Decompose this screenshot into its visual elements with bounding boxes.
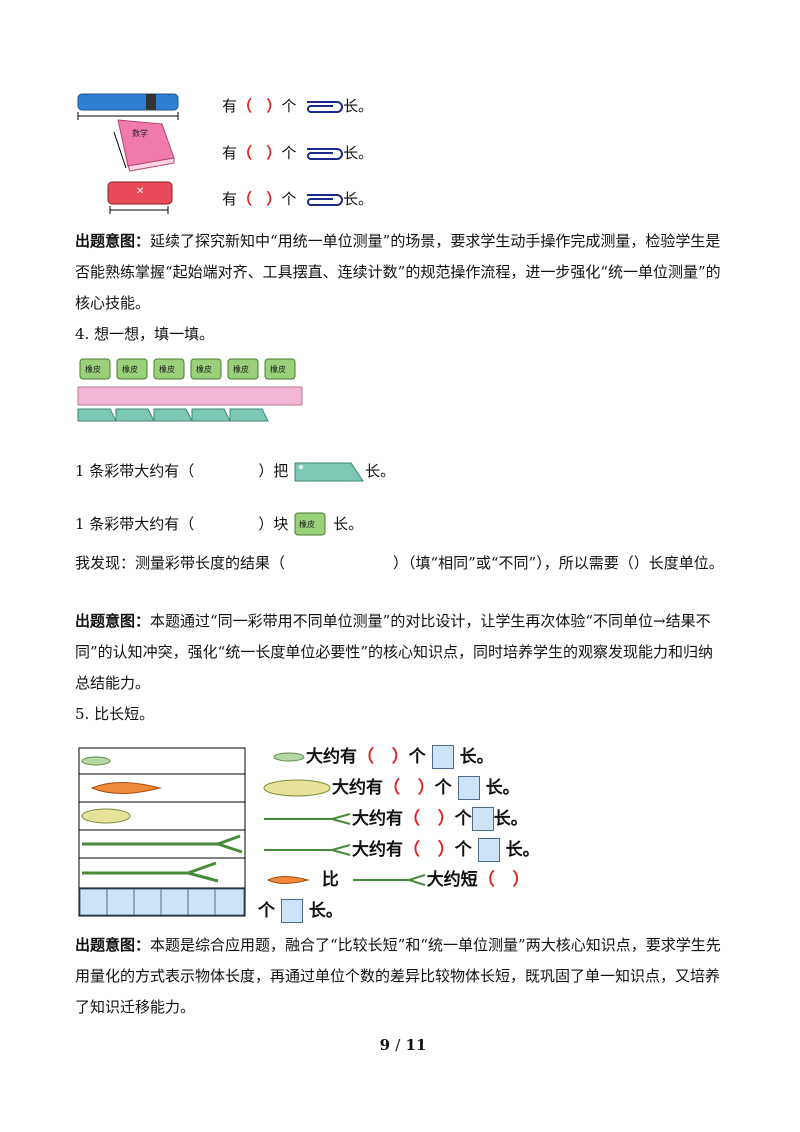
paperclip-icon [307,101,344,113]
eraser-row: 橡皮 橡皮 橡皮 橡皮 橡皮 橡皮 [79,358,296,380]
pencil-case-illustration [77,93,179,120]
sharpener-row [77,408,269,422]
paperclip-icon [307,148,344,160]
eraser-label: 橡皮 [196,364,212,374]
unit-square-icon [477,838,500,862]
unit-square-icon [471,807,494,831]
unit-square-icon [280,899,303,923]
veg-compare-row: 比 大约短（ ） [266,865,529,890]
section5-title: 5. 比长短。 [75,705,155,723]
ribbon-illustration: 橡皮 橡皮 橡皮 橡皮 橡皮 橡皮 [77,358,303,422]
ribbon-line-2: 1 条彩带大约有（）块 橡皮长。 [75,511,363,539]
measure-row-1: 有（ ）个 长。 [222,97,374,115]
section3-intent: 出题意图：延续了探究新知中“用统一单位测量”的场景，要求学生动手操作完成测量，检… [75,232,721,312]
eraser-label: 橡皮 [299,519,315,529]
unit-square-icon [457,776,480,800]
eraser-label: 橡皮 [270,364,286,374]
scallion-illustration [82,861,219,883]
discover-text: 我发现：测量彩带长度的结果（）（填“相同”或“不同”），所以需要（）长度单位。 [75,554,724,572]
measure-row-3: 有（ ）个 长。 [222,190,374,208]
svg-text:✕: ✕ [136,186,144,197]
vegetable-grid [78,747,246,917]
leek-illustration [82,834,243,854]
bean-icon [273,752,305,762]
eraser-label: 橡皮 [122,364,138,374]
corn-illustration [81,808,131,824]
eraser-box-illustration: ✕ [107,181,173,214]
measure-row-2: 有（ ）个 长。 [222,144,374,162]
veg-compare-tail: 个 长。 [258,899,343,923]
unit-squares [79,888,245,916]
scallion-icon [264,844,351,856]
section4-title: 4. 想一想，填一填。 [75,325,215,343]
paperclip-icon [307,194,344,206]
section4-intent: 出题意图：本题通过“同一彩带用不同单位测量”的对比设计，让学生再次体验“不同单位… [75,612,714,692]
sharpener-icon [294,462,365,482]
book-illustration: 数学 [113,119,175,172]
book-label: 数学 [132,128,148,138]
section5-intent: 出题意图：本题是综合应用题，融合了“比较长短”和“统一单位测量”两大核心知识点，… [75,936,721,1016]
leek-icon [264,813,351,825]
bean-illustration [81,756,111,766]
unit-square-icon [431,745,454,769]
veg-row-4: 大约有（ ）个 长。 [262,835,540,862]
veg-row-3: 大约有（ ）个长。 [262,804,528,831]
eraser-label: 橡皮 [159,364,175,374]
page-number: 9 / 11 [379,1036,427,1054]
corn-icon [263,779,331,797]
ribbon-line-1: 1 条彩带大约有（）把 长。 [75,459,395,485]
eraser-label: 橡皮 [233,364,249,374]
leek-icon [352,874,425,886]
carrot-icon [266,876,310,884]
eraser-icon: 橡皮 [294,512,326,536]
section3-illustrations: 数学 ✕ [77,93,179,214]
veg-row-1: 大约有（ ）个 长。 [272,742,494,769]
veg-row-2: 大约有（ ）个 长。 [262,773,520,800]
eraser-label: 橡皮 [85,364,101,374]
ribbon-bar [77,386,303,406]
carrot-illustration [90,782,162,794]
